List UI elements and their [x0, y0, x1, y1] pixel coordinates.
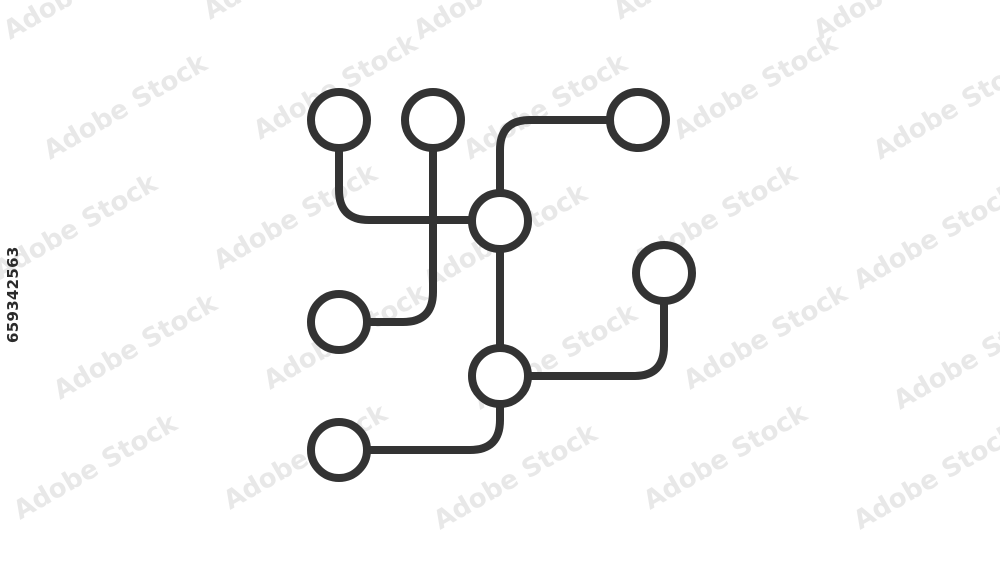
node-mid-left	[307, 290, 371, 354]
watermark-tile: Adobe Stock	[0, 0, 173, 46]
watermark-tile: Adobe Stock	[639, 398, 814, 516]
watermark-tile: Adobe Stock	[429, 418, 604, 536]
watermark-tile: Adobe Stock	[679, 278, 854, 396]
connector-top-left	[335, 144, 474, 224]
connector-bottom-left	[364, 401, 504, 454]
watermark-tile: Adobe Stock	[0, 168, 163, 286]
watermark-tile: Adobe Stock	[39, 48, 214, 166]
node-top-right	[606, 88, 670, 152]
stock-id-text: 659342563	[4, 246, 22, 343]
watermark-tile: Adobe Stock	[459, 48, 634, 166]
connector-lines	[335, 116, 668, 454]
watermark-tile: Adobe Stock	[609, 0, 784, 26]
node-hub-upper	[468, 189, 532, 253]
watermark-tile: Adobe Stock	[409, 0, 584, 46]
node-bottom-left	[307, 418, 371, 482]
watermark-tile: Adobe Stock	[199, 0, 374, 26]
node-hub-lower	[468, 344, 532, 408]
connector-top-middle	[364, 144, 437, 326]
connector-top-right	[496, 116, 614, 196]
node-mid-right	[632, 241, 696, 305]
watermark-tile: Adobe Stock	[849, 418, 1000, 536]
watermark-tile: Adobe Stock	[49, 288, 224, 406]
connector-right-branch	[526, 298, 668, 380]
watermark-tile: Adobe Stock	[669, 28, 844, 146]
nodes	[307, 88, 696, 482]
watermark-tile: Adobe Stock	[809, 0, 984, 46]
watermark-tile: Adobe Stock	[869, 48, 1000, 166]
node-top-left	[307, 88, 371, 152]
watermark-tile: Adobe Stock	[849, 178, 1000, 296]
watermark-tile: Adobe Stock	[889, 298, 1000, 416]
watermark-tile: Adobe Stock	[9, 408, 184, 526]
node-top-middle	[401, 88, 465, 152]
